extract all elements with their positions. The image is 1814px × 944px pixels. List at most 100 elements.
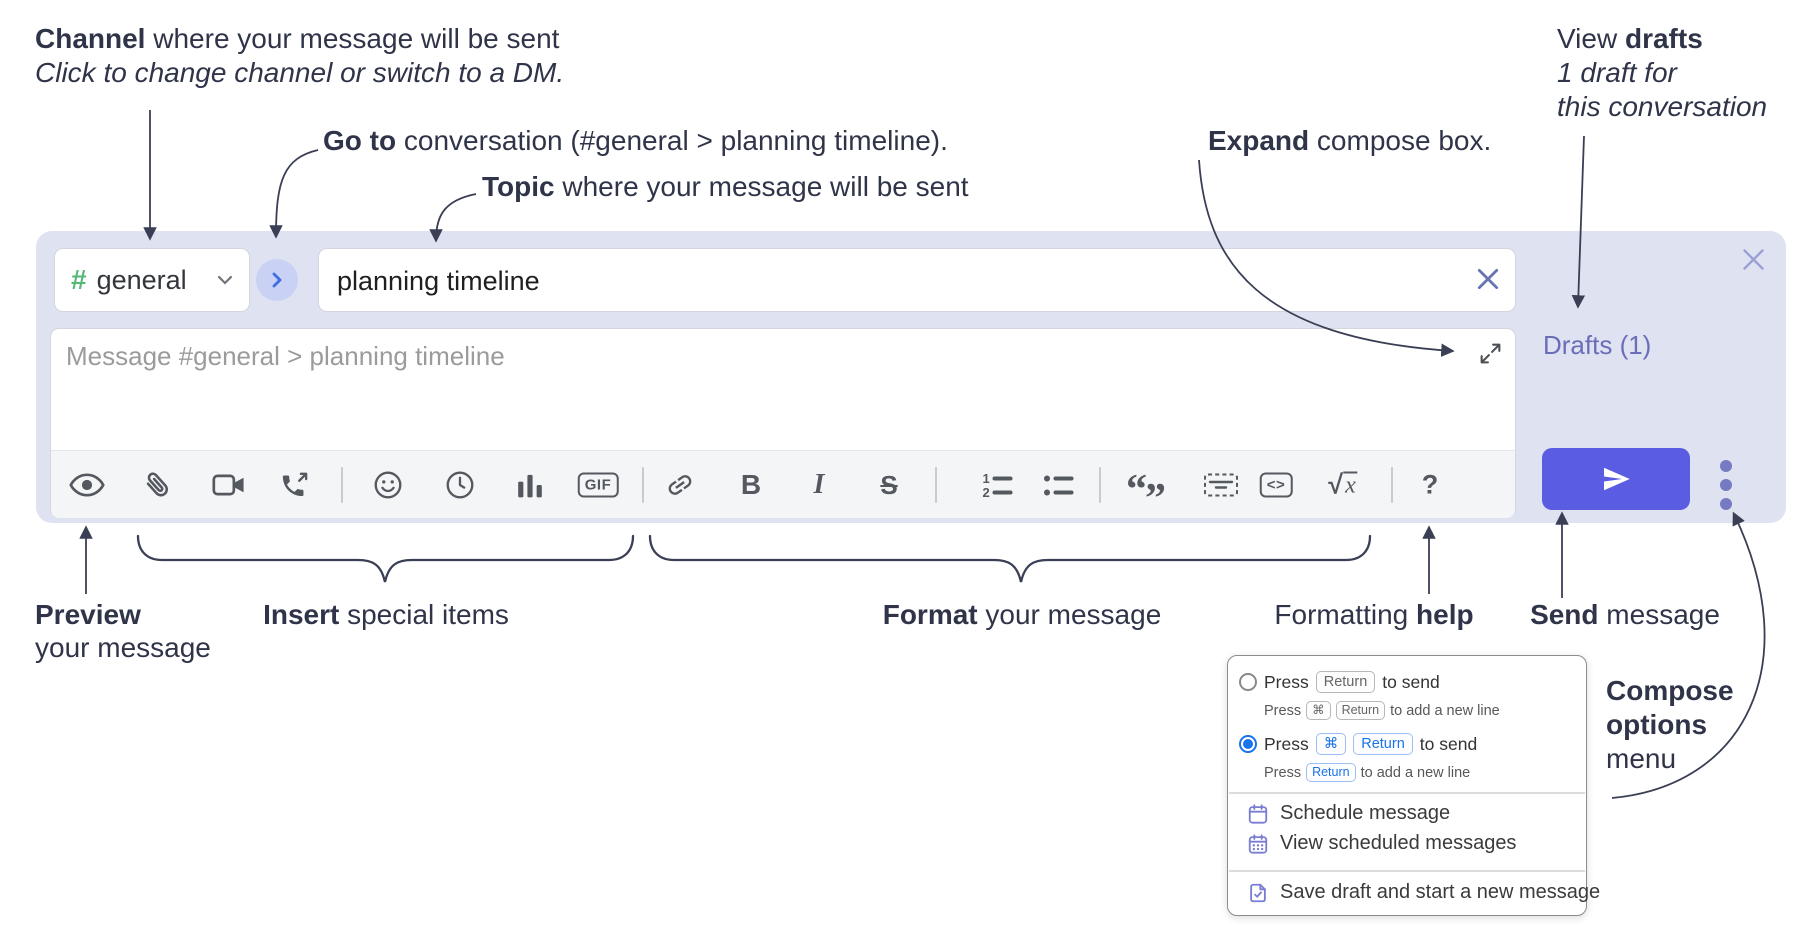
close-compose-button[interactable] (1740, 246, 1767, 278)
calendar-grid-icon (1248, 833, 1268, 854)
formatting-help-button[interactable]: ? (1421, 469, 1439, 499)
key-return: Return (1306, 763, 1356, 782)
option-return-subtext: Press ⌘ Return to add a new line (1264, 701, 1500, 720)
annotation-channel-bold: Channel (35, 23, 146, 54)
toolbar-divider (642, 466, 644, 503)
compose-toolbar: GIF B I S 1 2 (51, 450, 1515, 522)
expand-icon (1480, 343, 1501, 364)
toolbar-divider (1099, 466, 1101, 503)
calendar-icon (1248, 803, 1268, 824)
annotation-formatting-help: Formatting help (1274, 599, 1474, 630)
send-button[interactable] (1542, 448, 1690, 510)
ellipsis-icon (1720, 460, 1732, 472)
key-cmd: ⌘ (1315, 733, 1347, 755)
key-cmd: ⌘ (1306, 701, 1331, 720)
compose-box: # general Drafts (1) (36, 231, 1786, 523)
annotation-compose-options-line3: menu (1606, 743, 1677, 774)
save-draft-icon (1250, 883, 1266, 902)
toolbar-divider (935, 466, 937, 503)
annotation-go-to: Go to conversation (#general > planning … (323, 125, 948, 156)
close-icon (1477, 268, 1499, 290)
phone-call-icon (282, 472, 308, 496)
annotation-view-drafts: View drafts (1557, 23, 1703, 54)
svg-text:1: 1 (983, 471, 990, 486)
key-return: Return (1315, 671, 1376, 693)
close-icon (1743, 249, 1764, 270)
menu-item-schedule-message[interactable]: Schedule message (1247, 802, 1450, 825)
key-return: Return (1335, 701, 1386, 720)
link-button[interactable] (664, 470, 696, 500)
eye-icon (69, 472, 105, 497)
bulleted-list-button[interactable] (1043, 470, 1074, 500)
go-to-conversation-button[interactable] (256, 259, 298, 301)
menu-item-view-scheduled[interactable]: View scheduled messages (1247, 832, 1516, 855)
compose-options-button[interactable] (1720, 460, 1732, 510)
voice-call-button[interactable] (281, 470, 310, 499)
chevron-down-icon (217, 275, 233, 285)
brace-format (648, 534, 1372, 583)
clock-icon (446, 471, 474, 498)
poll-button[interactable] (517, 471, 544, 498)
annotation-view-drafts-line2: 1 draft for (1557, 57, 1677, 88)
send-icon (1604, 467, 1630, 491)
time-button[interactable] (446, 470, 475, 499)
channel-name: general (96, 264, 187, 295)
annotation-channel-rest: where your message will be sent (145, 23, 560, 54)
code-icon: <> (1259, 472, 1293, 497)
gif-button[interactable]: GIF (577, 472, 619, 497)
topic-input[interactable] (335, 249, 1469, 313)
link-icon (668, 474, 692, 495)
annotation-preview: Preview (35, 599, 141, 630)
annotation-topic: Topic where your message will be sent (482, 171, 969, 202)
code-button[interactable]: <> (1259, 472, 1293, 497)
annotation-insert: Insert special items (263, 599, 509, 630)
chevron-right-icon (272, 272, 282, 288)
menu-divider (1229, 870, 1585, 872)
italic-button[interactable]: I (813, 468, 825, 500)
annotation-view-drafts-line3: this conversation (1557, 91, 1768, 122)
menu-divider (1229, 792, 1585, 794)
annotation-compose-options-line2: options (1606, 709, 1708, 740)
toolbar-divider (1391, 466, 1393, 503)
gif-icon: GIF (577, 472, 619, 497)
drafts-link[interactable]: Drafts (1) (1543, 330, 1652, 360)
math-icon: √ (1328, 469, 1344, 499)
numbered-list-button[interactable]: 1 2 (982, 470, 1013, 500)
emoji-button[interactable] (374, 470, 403, 499)
attach-file-button[interactable] (143, 469, 171, 501)
compose-options-menu: Press Return to send Press ⌘ Return to a… (1227, 655, 1600, 916)
topic-input-box (318, 248, 1516, 313)
clear-topic-button[interactable] (1475, 266, 1501, 297)
quote-button[interactable]: “” (1126, 466, 1166, 522)
video-camera-icon (212, 474, 244, 495)
message-input[interactable] (64, 339, 1448, 438)
option-cmd-return-subtext: Press Return to add a new line (1264, 763, 1471, 782)
math-button[interactable]: √x (1328, 469, 1358, 499)
expand-compose-button[interactable] (1478, 341, 1503, 371)
annotation-channel-line2: Click to change channel or switch to a D… (35, 57, 565, 88)
bold-button[interactable]: B (740, 468, 762, 500)
key-return: Return (1353, 733, 1413, 755)
annotation-preview-line2: your message (35, 632, 211, 663)
radio-unselected-icon[interactable] (1239, 673, 1257, 691)
annotation-format: Format your message (882, 599, 1162, 630)
spoiler-button[interactable] (1203, 470, 1239, 500)
brace-insert (136, 534, 635, 583)
annotation-channel: Channel where your message will be sent (35, 22, 559, 55)
menu-item-save-draft[interactable]: Save draft and start a new message (1247, 881, 1600, 904)
option-return-to-send[interactable]: Press Return to send (1239, 671, 1440, 693)
annotation-compose-options: Compose (1606, 675, 1734, 706)
option-cmd-return-to-send[interactable]: Press ⌘ Return to send (1239, 733, 1477, 755)
arrow-go-to (269, 149, 319, 239)
annotation-send: Send message (1530, 599, 1720, 630)
channel-selector[interactable]: # general (54, 248, 250, 312)
toolbar-divider (341, 466, 343, 503)
strikethrough-button[interactable]: S (880, 469, 898, 500)
video-call-button[interactable] (212, 472, 246, 498)
bar-chart-icon (518, 474, 542, 497)
preview-button[interactable] (69, 472, 105, 498)
radio-selected-icon[interactable] (1239, 735, 1257, 753)
quote-icon: “ (1126, 466, 1147, 513)
annotation-expand: Expand compose box. (1208, 125, 1492, 156)
